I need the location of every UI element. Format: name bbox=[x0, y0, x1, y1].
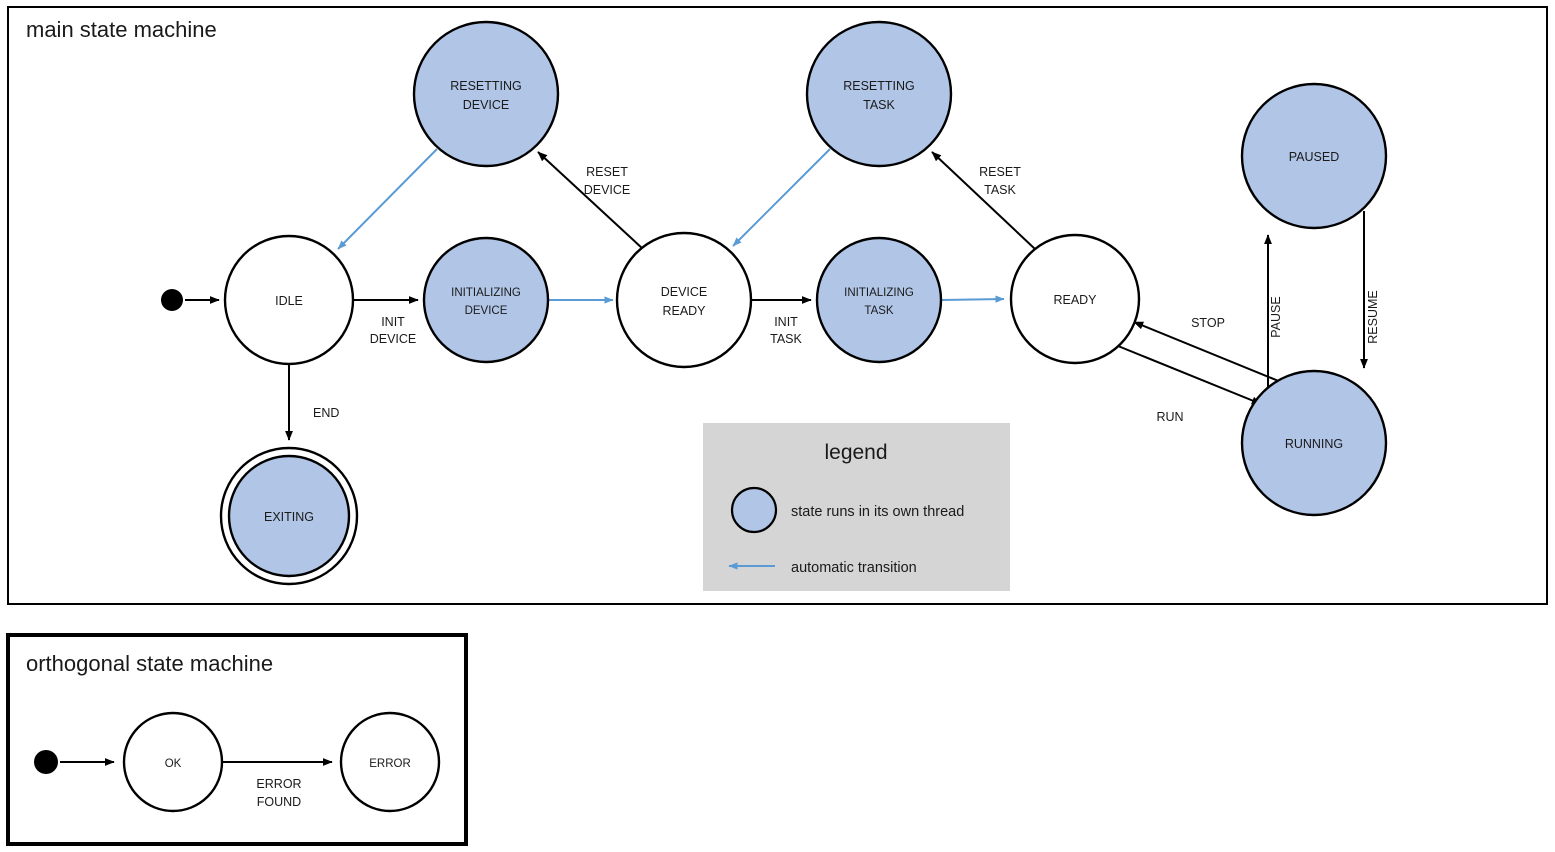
state-node-error[interactable]: ERROR bbox=[339, 711, 441, 813]
transition-idle-end: END bbox=[285, 364, 339, 441]
state-node-ready[interactable]: READY bbox=[1009, 233, 1141, 365]
state-node-initializing-device[interactable]: INITIALIZING DEVICE bbox=[422, 236, 550, 364]
state-node-running[interactable]: RUNNING bbox=[1240, 369, 1388, 517]
transition-resetting-device-idle bbox=[337, 148, 438, 250]
state-node-resetting-task[interactable]: RESETTING TASK bbox=[805, 20, 953, 168]
transition-idle-init-device: INIT DEVICE bbox=[353, 296, 419, 346]
transition-ready-run: RUN bbox=[1117, 345, 1262, 424]
state-circle-initializing-device[interactable] bbox=[422, 236, 550, 364]
state-label-resetting-task-line2: TASK bbox=[863, 98, 895, 112]
state-label-error: ERROR bbox=[369, 758, 411, 770]
edge-label-reset-device-line2: DEVICE bbox=[584, 183, 631, 197]
orthogonal-frame bbox=[6, 633, 468, 846]
legend-thread-circle-icon bbox=[730, 486, 778, 534]
transition-running-stop: STOP bbox=[1133, 316, 1282, 383]
transition-device-ready-init-task: INIT TASK bbox=[752, 296, 812, 346]
transition-running-pause: PAUSE bbox=[1264, 234, 1283, 390]
state-label-initializing-device-line1: INITIALIZING bbox=[451, 287, 521, 299]
state-label-resetting-device-line1: RESETTING bbox=[450, 79, 522, 93]
state-label-idle: IDLE bbox=[275, 294, 303, 308]
edge-label-pause: PAUSE bbox=[1269, 296, 1283, 337]
legend-item-auto-transition-label: automatic transition bbox=[791, 560, 917, 576]
edge-label-init-task-line2: TASK bbox=[770, 332, 802, 346]
edge-label-reset-task-line2: TASK bbox=[984, 183, 1016, 197]
state-node-device-ready[interactable]: DEVICE READY bbox=[615, 231, 753, 369]
edge-label-init-device-line2: DEVICE bbox=[370, 332, 417, 346]
state-label-exiting: EXITING bbox=[264, 510, 314, 524]
state-circle-ok[interactable] bbox=[122, 711, 224, 813]
state-label-initializing-task-line1: INITIALIZING bbox=[844, 287, 914, 299]
transition-resetting-task-device-ready bbox=[732, 148, 831, 247]
edge-label-error-found-line1: ERROR bbox=[256, 777, 301, 791]
state-circle-initializing-task[interactable] bbox=[815, 236, 943, 364]
transition-paused-resume: RESUME bbox=[1360, 211, 1380, 369]
state-label-resetting-device-line2: DEVICE bbox=[463, 98, 510, 112]
state-label-initializing-device-line2: DEVICE bbox=[465, 305, 508, 317]
transition-init-task-ready bbox=[941, 295, 1005, 303]
edge-label-reset-task-line1: RESET bbox=[979, 165, 1021, 179]
main-frame bbox=[7, 6, 1548, 605]
edge-label-run: RUN bbox=[1156, 410, 1183, 424]
state-node-resetting-device[interactable]: RESETTING DEVICE bbox=[412, 20, 560, 168]
state-circle-ready[interactable] bbox=[1009, 233, 1141, 365]
state-circle-exiting[interactable] bbox=[227, 454, 351, 578]
edge-label-error-found-line2: FOUND bbox=[257, 795, 301, 809]
state-circle-idle[interactable] bbox=[223, 234, 355, 366]
orthogonal-frame-title: orthogonal state machine bbox=[26, 651, 273, 676]
state-node-paused[interactable]: PAUSED bbox=[1240, 82, 1388, 230]
legend-title: legend bbox=[824, 441, 887, 464]
final-state-outer-ring bbox=[219, 446, 359, 586]
initial-state-dot bbox=[161, 289, 183, 311]
state-label-ready: READY bbox=[1053, 293, 1097, 307]
state-node-idle[interactable]: IDLE bbox=[223, 234, 355, 366]
state-circle-resetting-device[interactable] bbox=[412, 20, 560, 168]
edge-label-init-task-line1: INIT bbox=[774, 315, 798, 329]
edge-label-resume: RESUME bbox=[1366, 290, 1380, 343]
edge-label-stop: STOP bbox=[1191, 316, 1225, 330]
transition-device-ready-reset-device: RESET DEVICE bbox=[537, 151, 644, 250]
state-label-device-ready-line1: DEVICE bbox=[661, 285, 708, 299]
state-node-exiting[interactable]: EXITING bbox=[219, 446, 359, 586]
state-label-running: RUNNING bbox=[1285, 437, 1343, 451]
state-label-device-ready-line2: READY bbox=[662, 304, 706, 318]
main-frame-title: main state machine bbox=[26, 17, 217, 42]
edge-label-reset-device-line1: RESET bbox=[586, 165, 628, 179]
state-label-paused: PAUSED bbox=[1289, 150, 1339, 164]
state-label-initializing-task-line2: TASK bbox=[864, 305, 894, 317]
state-circle-resetting-task[interactable] bbox=[805, 20, 953, 168]
state-circle-running[interactable] bbox=[1240, 369, 1388, 517]
state-label-resetting-task-line1: RESETTING bbox=[843, 79, 915, 93]
legend: legend state runs in its own thread auto… bbox=[703, 423, 1010, 591]
state-circle-error[interactable] bbox=[339, 711, 441, 813]
state-label-ok: OK bbox=[165, 758, 182, 770]
edge-label-end: END bbox=[313, 406, 339, 420]
edge-label-init-device-line1: INIT bbox=[381, 315, 405, 329]
state-circle-paused[interactable] bbox=[1240, 82, 1388, 230]
legend-item-thread-state-label: state runs in its own thread bbox=[791, 504, 964, 520]
state-node-ok[interactable]: OK bbox=[122, 711, 224, 813]
transition-ortho-ok-error: ERROR FOUND bbox=[222, 758, 333, 809]
state-node-initializing-task[interactable]: INITIALIZING TASK bbox=[815, 236, 943, 364]
state-circle-device-ready[interactable] bbox=[615, 231, 753, 369]
transition-ready-reset-task: RESET TASK bbox=[931, 151, 1036, 250]
ortho-initial-state-dot bbox=[34, 750, 58, 774]
